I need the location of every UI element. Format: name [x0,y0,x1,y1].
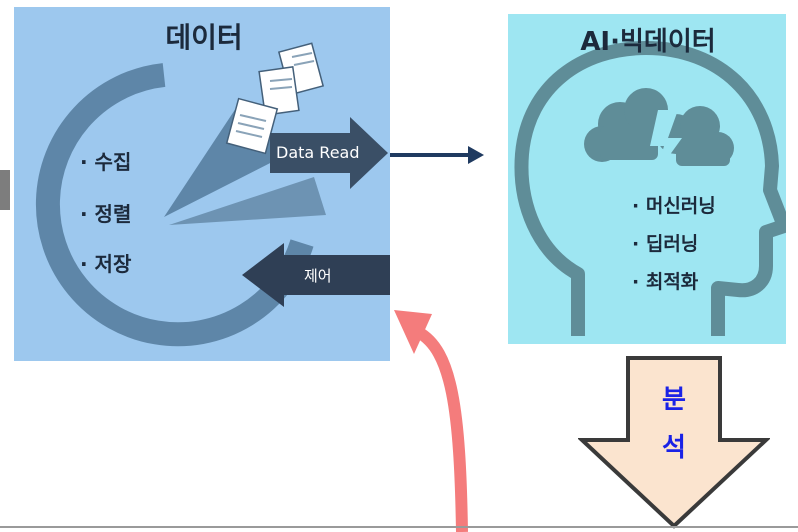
control-arrow [242,243,390,307]
document-stack-icon [225,42,325,155]
ai-panel-illustration: AI·빅데이터 · 머신러닝 · 딥러닝 · 최적화 [514,27,786,336]
bottom-divider [0,526,798,528]
lightning-icon [650,110,682,174]
data-read-label: Data Read [276,143,360,162]
data-panel-illustration: 데이터 · 수집 · 정렬 · 저장 Data Read 제어 [35,21,390,347]
ai-panel-title: AI·빅데이터 [580,27,715,57]
data-item-store: · 저장 [80,252,132,276]
ai-panel: AI·빅데이터 · 머신러닝 · 딥러닝 · 최적화 [508,14,786,344]
data-panel: 데이터 · 수집 · 정렬 · 저장 Data Read 제어 [14,7,390,361]
ai-item-machine-learning: · 머신러닝 [632,195,716,217]
head-outline-icon [514,41,786,336]
analysis-char-1: 분 [662,385,686,415]
data-read-arrow [270,117,388,189]
data-item-collect: · 수집 [80,150,131,174]
left-edge-marker [0,170,10,210]
cycle-ring [35,63,314,347]
ai-item-deep-learning: · 딥러닝 [632,233,698,255]
analysis-char-2: 석 [662,433,686,463]
data-panel-title: 데이터 [165,21,242,54]
feedback-curved-arrow [394,310,468,532]
ai-item-optimization: · 최적화 [632,271,699,293]
brain-cloud-icon [584,88,734,166]
data-item-sort: · 정렬 [80,202,131,226]
flow-arrow-right [390,146,484,164]
funnel-wedge-lower [169,177,326,225]
analysis-down-arrow: 분 석 [578,356,770,529]
control-label: 제어 [304,267,332,285]
